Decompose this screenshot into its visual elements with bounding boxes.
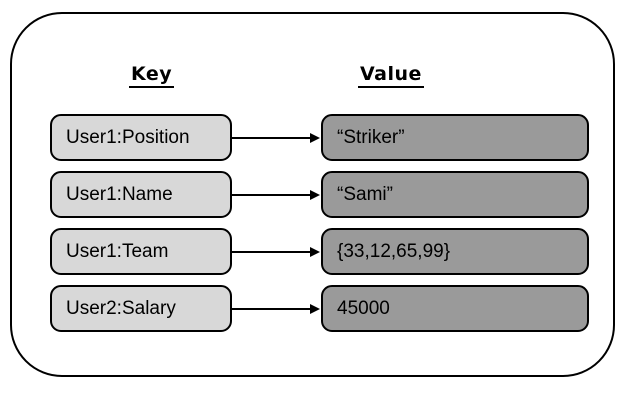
key-box-label: User1:Team	[66, 240, 169, 262]
key-box: User1:Team	[50, 228, 232, 275]
value-box: “Striker”	[321, 114, 589, 161]
value-box: “Sami”	[321, 171, 589, 218]
value-box-label: {33,12,65,99}	[337, 240, 451, 262]
key-box-label: User2:Salary	[66, 297, 176, 319]
value-box-label: “Striker”	[337, 126, 405, 148]
value-box-label: “Sami”	[337, 183, 393, 205]
value-column-header: Value	[358, 63, 424, 88]
key-box: User1:Position	[50, 114, 232, 161]
key-column-header: Key	[129, 63, 175, 88]
value-box: 45000	[321, 285, 589, 332]
value-box-label: 45000	[337, 297, 390, 319]
key-box-label: User1:Name	[66, 183, 173, 205]
key-box: User1:Name	[50, 171, 232, 218]
key-box: User2:Salary	[50, 285, 232, 332]
key-box-label: User1:Position	[66, 126, 190, 148]
value-box: {33,12,65,99}	[321, 228, 589, 275]
